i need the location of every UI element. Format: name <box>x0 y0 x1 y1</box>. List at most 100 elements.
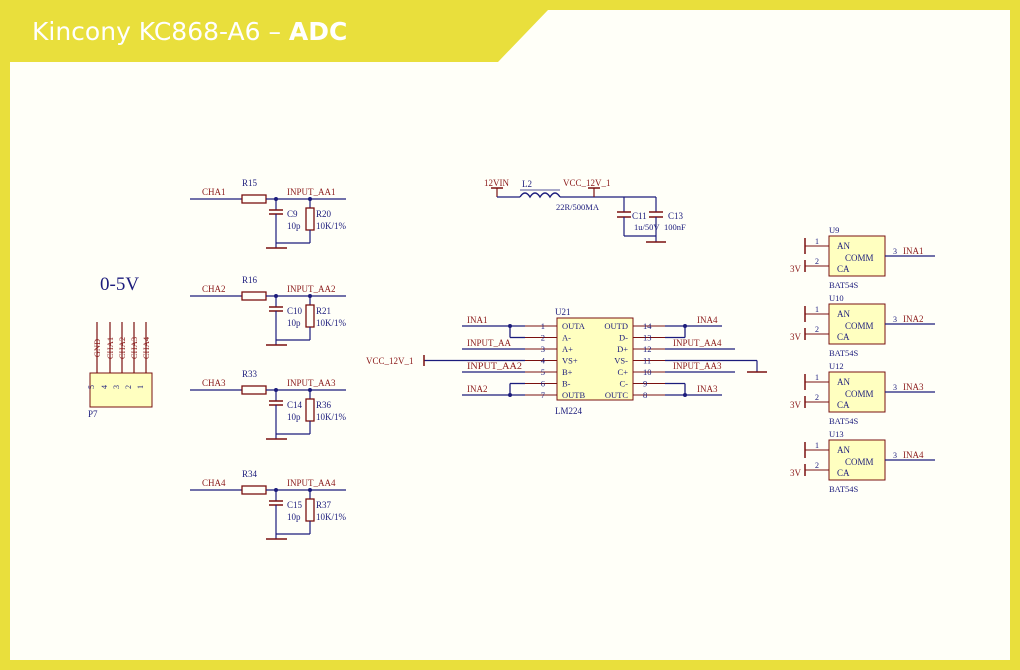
opamp-pin-name: VS+ <box>562 356 578 366</box>
series-resistor-designator: R33 <box>242 369 258 379</box>
net-12vin: 12VIN <box>484 178 509 188</box>
diode-pin-number: 3 <box>893 383 897 392</box>
opamp-pin-number: 1 <box>541 321 545 331</box>
series-resistor-designator: R16 <box>242 275 258 285</box>
diode-pin-name: CA <box>837 332 850 342</box>
connector-pin-net: CHA3 <box>129 337 139 359</box>
opamp-pin-number: 10 <box>643 367 652 377</box>
diode-designator: U13 <box>829 429 844 439</box>
opamp-pin-number: 8 <box>643 390 647 400</box>
opamp-pin-name: OUTA <box>562 321 586 331</box>
diode-pin-name: COMM <box>845 253 874 263</box>
filter-capacitor-designator: C9 <box>287 209 298 219</box>
filter-capacitor-value: 10p <box>287 318 301 328</box>
opamp-vcc-net: VCC_12V_1 <box>366 356 414 366</box>
diode-supply-net: 3V <box>790 468 802 478</box>
diode-supply-net: 3V <box>790 400 802 410</box>
diode-body <box>828 303 886 345</box>
pulldown-resistor-designator: R36 <box>316 400 332 410</box>
opamp-pin-number: 7 <box>541 390 545 400</box>
c13-designator: C13 <box>668 211 684 221</box>
filter-capacitor-designator: C15 <box>287 500 303 510</box>
diode-pin-number: 1 <box>815 237 819 246</box>
opamp-net-label: INA4 <box>697 315 718 325</box>
connector-pin-number: 1 <box>136 385 145 389</box>
connector-pin-number: 3 <box>112 385 121 389</box>
opamp-pin-name: VS- <box>614 356 628 366</box>
diode-pin-name: AN <box>837 309 850 319</box>
pulldown-resistor-designator: R21 <box>316 306 331 316</box>
opamp-pin-number: 6 <box>541 379 545 389</box>
filter-capacitor-designator: C10 <box>287 306 303 316</box>
c11-value: 1u/50V <box>634 222 660 232</box>
opamp-pin-name: B- <box>562 379 571 389</box>
diode-pin-number: 2 <box>815 393 819 402</box>
opamp-pin-name: OUTB <box>562 390 585 400</box>
opamp-pin-name: OUTC <box>605 390 628 400</box>
connector-pin-number: 2 <box>124 385 133 389</box>
diode-pin-name: CA <box>837 264 850 274</box>
opamp-pin-name: A- <box>562 333 571 343</box>
opamp-net-label: INA1 <box>467 315 488 325</box>
series-resistor-designator: R15 <box>242 178 258 188</box>
diode-pin-number: 2 <box>815 325 819 334</box>
diode-body <box>828 439 886 481</box>
junction-dot <box>683 393 687 397</box>
range-label: 0-5V <box>100 274 139 295</box>
c13-value: 100nF <box>664 222 686 232</box>
filter-capacitor-designator: C14 <box>287 400 303 410</box>
opamp-pin-number: 11 <box>643 356 651 366</box>
filter-capacitor-value: 10p <box>287 221 301 231</box>
connector-pin-net: CHA4 <box>141 336 151 359</box>
pulldown-resistor-designator: R37 <box>316 500 332 510</box>
channel-input-net: CHA1 <box>202 187 226 197</box>
pulldown-resistor-value: 10K/1% <box>316 512 347 522</box>
opamp-pin-number: 9 <box>643 379 647 389</box>
diode-part: BAT54S <box>829 348 859 358</box>
diode-part: BAT54S <box>829 484 859 494</box>
junction-dot <box>508 324 512 328</box>
diode-pin-name: AN <box>837 445 850 455</box>
diode-net-label: INA4 <box>903 450 924 460</box>
opamp-pin-number: 14 <box>643 321 652 331</box>
opamp-part: LM224 <box>555 406 583 416</box>
opamp-net-label: INPUT_AA3 <box>673 361 722 371</box>
diode-pin-number: 3 <box>893 315 897 324</box>
channel-output-net: INPUT_AA3 <box>287 378 336 388</box>
pulldown-resistor-value: 10K/1% <box>316 221 347 231</box>
opamp-pin-number: 3 <box>541 344 545 354</box>
opamp-pin-number: 4 <box>541 356 546 366</box>
connector-designator: P7 <box>88 409 98 419</box>
opamp-pin-name: D- <box>619 333 628 343</box>
diode-pin-name: COMM <box>845 321 874 331</box>
diode-designator: U10 <box>829 293 844 303</box>
page-title: Kincony KC868-A6 – ADC <box>32 17 347 46</box>
opamp-net-label: INA3 <box>697 384 718 394</box>
connector-body <box>89 372 153 408</box>
opamp-net-label: INA2 <box>467 384 488 394</box>
diode-pin-name: AN <box>837 377 850 387</box>
channel-output-net: INPUT_AA2 <box>287 284 336 294</box>
opamp-pin-name: D+ <box>617 344 628 354</box>
diode-pin-number: 1 <box>815 441 819 450</box>
page-title-main: Kincony KC868-A6 – <box>32 17 289 46</box>
diode-pin-name: AN <box>837 241 850 251</box>
pulldown-resistor-value: 10K/1% <box>316 318 347 328</box>
diode-pin-number: 3 <box>893 247 897 256</box>
channel-input-net: CHA2 <box>202 284 226 294</box>
connector-pin-number: 5 <box>87 385 96 389</box>
opamp-net-label: INPUT_AA4 <box>673 338 722 348</box>
diode-pin-name: CA <box>837 468 850 478</box>
channel-output-net: INPUT_AA1 <box>287 187 336 197</box>
connector-pin-net: CHA1 <box>105 337 115 359</box>
